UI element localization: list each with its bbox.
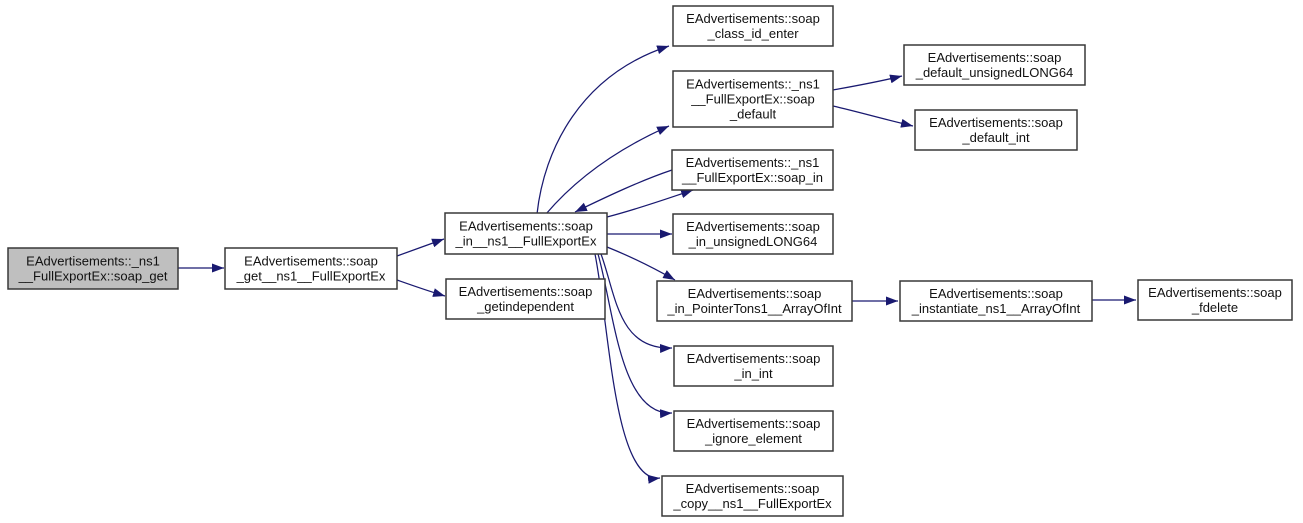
node-box-soap-instantiate-ns1-arrayofint [899,280,1093,322]
node-label-line: EAdvertisements::soap [688,286,822,301]
node-box-soap-ignore-element [673,410,834,452]
node-label-line: EAdvertisements::_ns1 [26,254,160,269]
node-label-line: _fdelete [1191,300,1238,315]
node-soap-class-id-enter[interactable]: EAdvertisements::soap_class_id_enter [672,5,834,47]
node-soap-in-pointertons1-arrayofint[interactable]: EAdvertisements::soap_in_PointerTons1__A… [656,280,853,322]
node-soap-in-ns1-fullexportex[interactable]: EAdvertisements::soap_in__ns1__FullExpor… [444,212,608,255]
node-label-line: _copy__ns1__FullExportEx [672,496,832,511]
node-box-soap-in-ns1-fullexportex [444,212,608,255]
node-soap-instantiate-ns1-arrayofint[interactable]: EAdvertisements::soap_instantiate_ns1__A… [899,280,1093,322]
edge-soap-in-ns1-fullexportex-to-member-soap-default [545,125,670,215]
node-label-line: _in__ns1__FullExportEx [455,234,597,249]
node-label-line: _default_unsignedLONG64 [915,65,1074,80]
node-box-soap-get [7,247,179,290]
node-label-line: EAdvertisements::soap [459,219,593,234]
node-label-line: _instantiate_ns1__ArrayOfInt [911,301,1081,316]
node-label-line: EAdvertisements::soap [244,254,378,269]
node-box-member-soap-default [672,70,834,128]
node-label-line: __FullExportEx::soap [690,92,815,107]
node-label-line: EAdvertisements::soap [686,481,820,496]
edge-member-soap-default-to-soap-default-unsignedlong64 [832,74,903,91]
node-label-line: __FullExportEx::soap_get [18,269,168,284]
node-box-soap-get-ns1-fullexportex [224,247,398,290]
node-soap-fdelete[interactable]: EAdvertisements::soap_fdelete [1137,279,1293,321]
node-label-line: _in_int [733,366,773,381]
node-label-line: EAdvertisements::_ns1 [686,77,820,92]
node-label-line: EAdvertisements::soap [459,284,593,299]
node-label-line: EAdvertisements::soap [1148,285,1282,300]
node-box-soap-in-unsignedlong64 [672,213,834,255]
node-soap-ignore-element[interactable]: EAdvertisements::soap_ignore_element [673,410,834,452]
edge-soap-in-ns1-fullexportex-to-soap-in-int [600,253,673,353]
node-label-line: EAdvertisements::soap [686,219,820,234]
node-soap-getindependent[interactable]: EAdvertisements::soap_getindependent [445,278,606,320]
node-label-line: EAdvertisements::_ns1 [686,155,820,170]
node-box-soap-fdelete [1137,279,1293,321]
node-label-line: _default [729,107,777,122]
node-label-line: _getindependent [476,299,574,314]
node-label-line: _ignore_element [704,431,802,446]
node-label-line: _default_int [961,130,1030,145]
node-soap-default-int[interactable]: EAdvertisements::soap_default_int [914,109,1078,151]
edge-soap-in-ns1-fullexportex-to-soap-ignore-element [597,253,673,419]
node-label-line: EAdvertisements::soap [929,115,1063,130]
edge-soap-in-ns1-fullexportex-to-member-soap-in [606,189,694,218]
edge-soap-in-ns1-fullexportex-to-soap-class-id-enter [536,45,670,215]
node-label-line: EAdvertisements::soap [928,50,1062,65]
node-soap-default-unsignedlong64[interactable]: EAdvertisements::soap_default_unsignedLO… [903,44,1086,86]
edge-member-soap-in-to-soap-in-ns1-fullexportex [574,169,673,213]
edge-soap-in-ns1-fullexportex-to-soap-in-pointertons1-arrayofint [606,246,676,281]
node-label-line: _in_PointerTons1__ArrayOfInt [666,301,842,316]
node-member-soap-default[interactable]: EAdvertisements::_ns1__FullExportEx::soa… [672,70,834,128]
node-soap-in-unsignedlong64[interactable]: EAdvertisements::soap_in_unsignedLONG64 [672,213,834,255]
edge-soap-get-ns1-fullexportex-to-soap-getindependent [396,279,446,297]
node-label-line: EAdvertisements::soap [687,351,821,366]
node-box-soap-default-int [914,109,1078,151]
node-box-member-soap-in [671,149,834,191]
node-label-line: _in_unsignedLONG64 [688,234,818,249]
edge-member-soap-default-to-soap-default-int [832,105,914,128]
edge-soap-get-ns1-fullexportex-to-soap-in-ns1-fullexportex [396,238,445,257]
node-label-line: _get__ns1__FullExportEx [236,269,386,284]
nodes-layer: EAdvertisements::_ns1__FullExportEx::soa… [7,5,1293,517]
node-label-line: __FullExportEx::soap_in [681,170,823,185]
node-member-soap-in[interactable]: EAdvertisements::_ns1__FullExportEx::soa… [671,149,834,191]
node-soap-in-int[interactable]: EAdvertisements::soap_in_int [673,345,834,387]
node-soap-copy-ns1-fullexportex[interactable]: EAdvertisements::soap_copy__ns1__FullExp… [661,475,844,517]
node-box-soap-in-int [673,345,834,387]
node-label-line: EAdvertisements::soap [687,416,821,431]
node-soap-get-ns1-fullexportex[interactable]: EAdvertisements::soap_get__ns1__FullExpo… [224,247,398,290]
node-label-line: EAdvertisements::soap [929,286,1063,301]
node-label-line: _class_id_enter [706,26,799,41]
node-box-soap-class-id-enter [672,5,834,47]
node-box-soap-getindependent [445,278,606,320]
node-box-soap-in-pointertons1-arrayofint [656,280,853,322]
node-label-line: EAdvertisements::soap [686,11,820,26]
node-box-soap-copy-ns1-fullexportex [661,475,844,517]
node-box-soap-default-unsignedlong64 [903,44,1086,86]
node-soap-get[interactable]: EAdvertisements::_ns1__FullExportEx::soa… [7,247,179,290]
